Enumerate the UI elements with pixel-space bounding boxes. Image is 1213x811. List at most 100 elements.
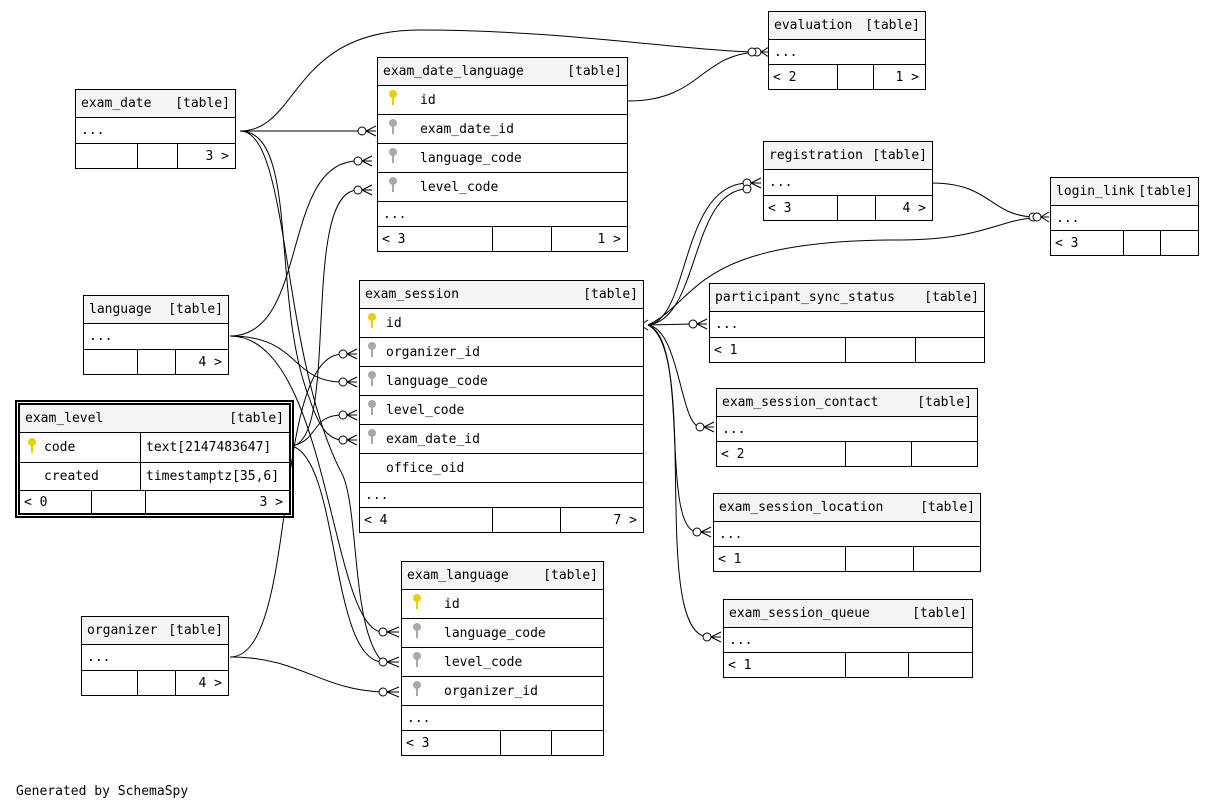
table-exam-session-location[interactable]: exam_session_location[table] ... < 1: [713, 493, 981, 572]
crowfoot: [346, 409, 358, 421]
column-name: level_code: [444, 654, 523, 670]
crowfoot: [386, 626, 400, 638]
table-tag: [table]: [583, 287, 638, 302]
footer-cell: [838, 196, 876, 220]
column-name: code: [44, 433, 141, 462]
table-tag: [table]: [872, 148, 927, 163]
footer-cell: < 1: [714, 547, 846, 571]
edge-end-circle: [742, 184, 752, 194]
column-name: organizer_id: [386, 344, 480, 360]
table-tag: [table]: [168, 623, 223, 638]
table-organizer[interactable]: organizer[table] ... 4 >: [81, 616, 229, 696]
table-row: ...: [724, 628, 972, 653]
column-name: language_code: [444, 625, 546, 641]
edge-exam-date-examlang: [239, 130, 384, 663]
table-tag: [table]: [924, 290, 979, 305]
table-row: language_code: [378, 144, 627, 173]
table-exam-level[interactable]: exam_level[table] code text[2147483647] …: [15, 400, 294, 518]
table-exam-date[interactable]: exam_date[table] ... 3 >: [75, 89, 236, 169]
footer-cell: 1 >: [895, 69, 919, 85]
column-name: id: [386, 315, 402, 331]
footer-cell: < 3: [764, 196, 838, 220]
table-name: exam_date: [81, 96, 152, 111]
table-row: ...: [769, 40, 925, 65]
foreign-key-icon: [402, 681, 432, 701]
table-exam-session-contact[interactable]: exam_session_contact[table] ... < 2: [716, 388, 978, 467]
column-name: level_code: [386, 402, 465, 418]
crowfoot: [386, 686, 400, 698]
footer-cell: [552, 731, 603, 755]
table-row: ...: [764, 170, 932, 196]
foreign-key-icon: [378, 148, 408, 168]
table-footer: < 1: [710, 338, 984, 362]
table-row: ...: [82, 645, 228, 671]
footer-cell: [846, 653, 909, 677]
edge-end-circle: [338, 410, 348, 420]
row-text: ...: [407, 710, 431, 726]
table-name: registration: [769, 148, 863, 163]
foreign-key-icon: [402, 652, 432, 672]
edge-session-registration-2: [647, 188, 748, 326]
footer-cell: [84, 350, 138, 374]
table-tag: [table]: [175, 96, 230, 111]
table-footer: 4 >: [82, 671, 228, 695]
primary-key-icon: [402, 594, 432, 614]
crowfoot: [760, 46, 770, 58]
table-exam-session-queue[interactable]: exam_session_queue[table] ... < 1: [723, 599, 973, 678]
footer-cell: [846, 442, 912, 466]
edge-exam-date-language-evaluation: [627, 51, 758, 102]
column-name: office_oid: [386, 460, 465, 476]
column-name: exam_date_id: [386, 431, 480, 447]
table-exam-date-language[interactable]: exam_date_language[table] id exam_date_i…: [377, 57, 628, 252]
footer-cell: [493, 227, 552, 251]
edge-end-circle: [695, 422, 705, 432]
table-row: ...: [378, 202, 627, 227]
table-row: language_code: [360, 367, 643, 396]
footer-cell: 1 >: [597, 231, 621, 247]
column-name: organizer_id: [444, 683, 538, 699]
edge-session-queue: [647, 324, 708, 638]
footer-cell: [76, 144, 138, 168]
generated-by-text: Generated by SchemaSpy: [16, 784, 189, 799]
footer-cell: 7 >: [613, 512, 637, 528]
footer-cell: [82, 671, 138, 695]
column-type: timestamptz[35,6]: [146, 469, 280, 484]
footer-cell: 3 >: [205, 148, 229, 164]
table-tag: [table]: [865, 18, 920, 33]
table-language[interactable]: language[table] ... 4 >: [83, 295, 229, 375]
row-text: ...: [722, 421, 746, 437]
edge-end-circle: [378, 657, 388, 667]
table-tag: [table]: [1138, 184, 1193, 199]
crowfoot: [346, 434, 358, 446]
table-header: exam_session_location[table]: [714, 494, 980, 522]
footer-cell: [1161, 231, 1198, 255]
table-exam-session[interactable]: exam_session[table] id organizer_id lang…: [359, 280, 644, 533]
foreign-key-icon: [360, 342, 384, 362]
footer-cell: < 0: [20, 491, 92, 513]
table-row: exam_date_id: [378, 115, 627, 144]
table-exam-language[interactable]: exam_language[table] id language_code le…: [401, 561, 604, 756]
edge-end-circle: [378, 687, 388, 697]
table-row: ...: [1051, 206, 1198, 231]
footer-cell: < 3: [402, 731, 501, 755]
table-footer: < 3: [402, 731, 603, 755]
edge-end-circle: [1032, 212, 1042, 222]
footer-cell: [846, 338, 916, 362]
table-header: exam_level[table]: [20, 405, 289, 433]
foreign-key-icon: [402, 623, 432, 643]
edge-level-edl: [291, 189, 359, 447]
footer-cell: [1124, 231, 1161, 255]
table-row: ...: [717, 417, 977, 442]
table-row: ...: [360, 483, 643, 508]
edge-organizer-examlang: [229, 656, 384, 693]
table-participant-sync-status[interactable]: participant_sync_status[table] ... < 1: [709, 283, 985, 363]
table-header: registration [table]: [764, 142, 932, 170]
row-text: ...: [383, 206, 407, 222]
table-login-link[interactable]: login_link[table] ... < 3: [1050, 177, 1199, 256]
table-header: exam_session_queue[table]: [724, 600, 972, 628]
